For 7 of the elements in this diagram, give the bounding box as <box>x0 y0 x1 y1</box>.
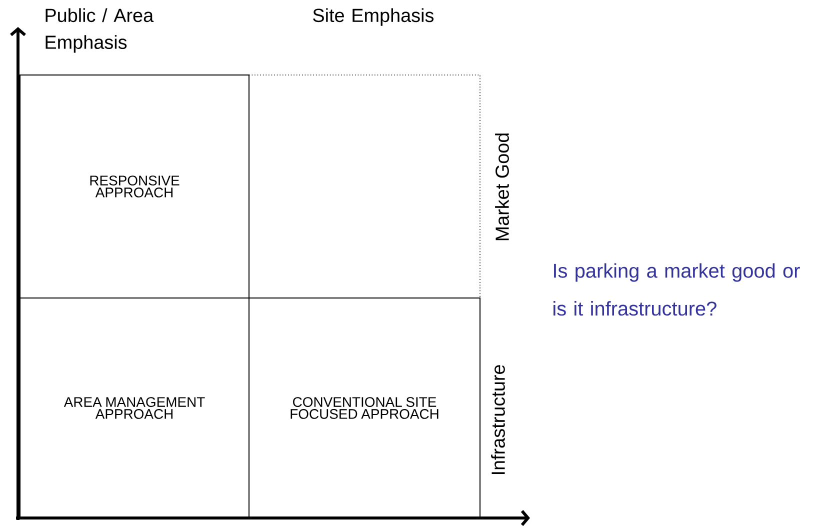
quadrant-box: CONVENTIONAL SITE FOCUSED APPROACH <box>248 298 480 518</box>
dotted-box <box>248 74 480 298</box>
axis-label: Site Emphasis <box>313 8 434 26</box>
axis-label: Public / Area Emphasis <box>46 8 154 53</box>
quadrant-box: AREA MANAGEMENT APPROACH <box>20 298 250 518</box>
question-text: Is parking a market good or is it infrastructure? <box>554 263 800 316</box>
quadrant-box: RESPONSIVE APPROACH <box>20 74 250 298</box>
